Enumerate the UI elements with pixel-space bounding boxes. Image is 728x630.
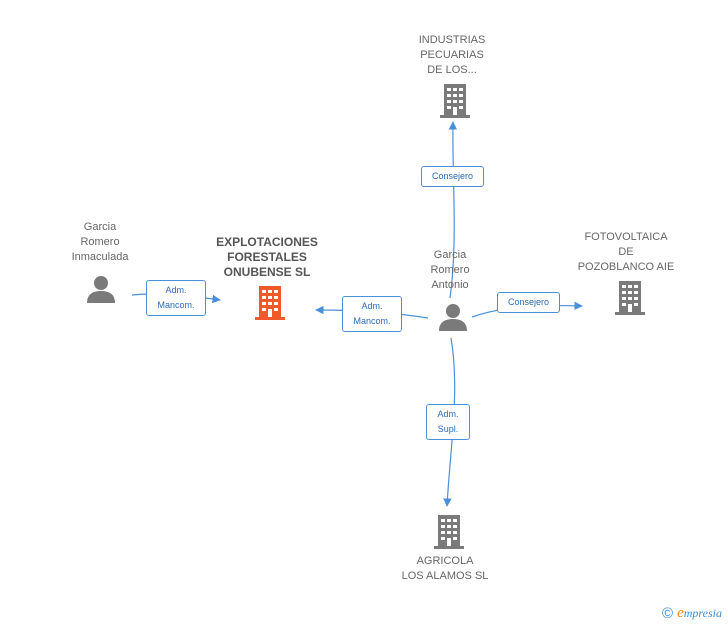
edge-label-consejero-top[interactable]: Consejero — [421, 166, 484, 187]
person-icon[interactable] — [86, 274, 116, 304]
copyright-icon: © — [662, 605, 674, 622]
node-label-explotaciones[interactable]: EXPLOTACIONES FORESTALES ONUBENSE SL — [216, 235, 318, 279]
edge-label-consejero-right[interactable]: Consejero — [497, 292, 560, 313]
edge-antonio-industrias — [448, 121, 458, 299]
person-icon[interactable] — [438, 302, 468, 332]
building-icon[interactable] — [254, 285, 286, 321]
node-label-inmaculada[interactable]: Garcia Romero Inmaculada — [71, 221, 129, 263]
node-label-antonio[interactable]: Garcia Romero Antonio — [430, 249, 470, 291]
brand-name: mpresia — [683, 605, 722, 620]
node-label-industrias[interactable]: INDUSTRIAS PECUARIAS DE LOS... — [418, 34, 486, 76]
building-icon[interactable] — [614, 280, 646, 316]
brand-initial: e — [677, 604, 684, 621]
edge-label-adm-supl[interactable]: Adm. Supl. — [426, 404, 470, 440]
node-label-fotovoltaica[interactable]: FOTOVOLTAICA DE POZOBLANCO AIE — [577, 231, 675, 273]
building-icon[interactable] — [439, 83, 471, 119]
node-label-agricola[interactable]: AGRICOLA LOS ALAMOS SL — [401, 555, 489, 582]
edge-label-adm-mancom-left[interactable]: Adm. Mancom. — [146, 280, 206, 316]
building-icon[interactable] — [433, 514, 465, 550]
brand-logo[interactable]: ©empresia — [662, 605, 722, 622]
edge-label-adm-mancom-center[interactable]: Adm. Mancom. — [342, 296, 402, 332]
